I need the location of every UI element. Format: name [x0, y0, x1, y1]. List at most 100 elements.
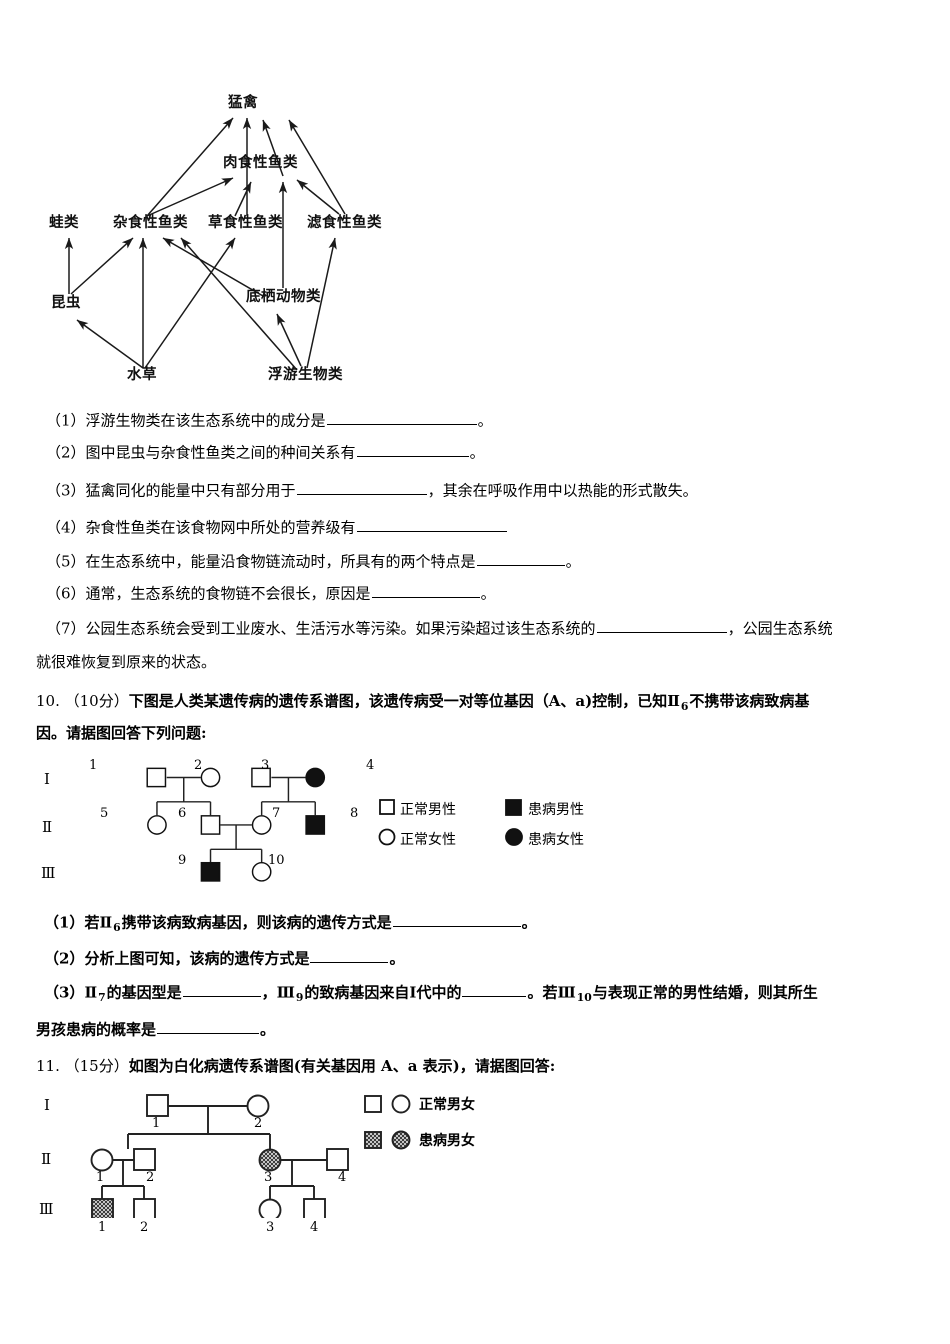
q9-item-1: （1）浮游生物类在该生态系统中的成分是。	[46, 410, 493, 429]
q9-item-5-period: 。	[565, 552, 581, 571]
q9-item-7: （7）公园生态系统会受到工业废水、生活污水等污染。如果污染超过该生态系统的 ，公园…	[46, 618, 833, 637]
q10-item-3-t8: 。若Ⅲ	[527, 983, 576, 1002]
q10-num-6: 6	[178, 806, 187, 821]
food-web-node-raptor: 猛禽	[228, 94, 258, 111]
q11-number: 11.	[36, 1057, 60, 1075]
q10-item-3-t4: ，Ⅲ	[261, 983, 295, 1002]
q9-item-7-tail: ，公园生态系统	[727, 619, 833, 638]
legend-q11-circle-hatched-icon	[391, 1130, 411, 1150]
q11-gen-label-1: Ⅰ	[44, 1096, 50, 1114]
q10-legend-label-normal-male: 正常男性	[400, 802, 456, 818]
q9-item-1-text: 浮游生物类在该生态系统中的成分是	[85, 411, 326, 430]
q10-stem-a: 下图是人类某遗传病的遗传系谱图，该遗传病受一对等位基因（A、a)控制，已知Ⅱ	[128, 692, 680, 710]
q10-item-3: Ⅱ（3）Ⅱ7的基因型是，Ⅲ9的致病基因来自Ⅰ代中的。若Ⅲ10与表现正常的男性结婚…	[44, 982, 818, 1005]
q10-ind-I-3	[251, 767, 271, 788]
q9-item-2: （2）图中昆虫与杂食性鱼类之间的种间关系有。	[46, 442, 485, 461]
q10-item-1-period: 。	[521, 913, 537, 932]
q11-stem-text: 如图为白化病遗传系谱图(有关基因用 A、a 表示)，请据图回答:	[128, 1057, 556, 1075]
q11-legend-label-normal: 正常男女	[419, 1097, 475, 1113]
q10-num-9: 9	[178, 853, 187, 868]
q10-pedigree-graphic	[146, 767, 326, 882]
q10-score: （10分）	[64, 692, 129, 710]
q11-ind-II-3	[258, 1148, 282, 1172]
q9-item-3: （3）猛禽同化的能量中只有部分用于，其余在呼吸作用中以热能的形式散失。	[46, 480, 698, 499]
q9-item-4-blank[interactable]	[356, 517, 507, 533]
legend-q11-square-open-icon	[364, 1095, 382, 1113]
q11-num-II-1: 1	[96, 1170, 105, 1185]
q11-ind-II-2	[133, 1148, 156, 1171]
q11-gen-label-3: Ⅲ	[39, 1200, 54, 1218]
q10-number: 10.	[36, 692, 60, 710]
q9-item-4-number: （4）	[46, 518, 86, 537]
q11-ind-II-1	[90, 1148, 114, 1172]
q11-num-III-2: 2	[140, 1220, 149, 1235]
q9-item-6-blank[interactable]	[371, 583, 480, 599]
q10-item-2-period: 。	[389, 949, 405, 968]
q11-num-I-1: 1	[152, 1116, 161, 1131]
q9-item-7-blank[interactable]	[596, 618, 727, 634]
q10-num-10: 10	[268, 853, 285, 868]
q10-item-3-t6: 的致病基因来自Ⅰ代中的	[304, 983, 462, 1002]
q11-ind-III-1	[91, 1198, 114, 1218]
q10-cont-period: 。	[260, 1020, 276, 1039]
q11-pedigree-chart: Ⅰ Ⅱ Ⅲ 1 2 1 2 3 4 1 2 3 4	[39, 1088, 382, 1235]
food-web-node-herbivorous: 草食性鱼类	[208, 214, 283, 231]
q10-ind-II-7	[251, 815, 272, 835]
q10-pedigree-chart: Ⅰ Ⅱ Ⅲ 1 2 3 4 5 6 7 8 9 10	[41, 758, 410, 898]
q10-ind-I-4	[305, 767, 326, 788]
q10-cont-blank[interactable]	[157, 1019, 260, 1035]
q10-item-3-number: （3）	[44, 983, 85, 1002]
q10-item-3-s9: 10	[576, 991, 592, 1005]
q10-item-2: （2）分析上图可知，该病的遗传方式是。	[44, 948, 404, 967]
q10-continuation: 男孩患病的概率是。	[36, 1019, 275, 1038]
q11-ind-III-3	[258, 1198, 282, 1218]
q9-item-7-number: （7）	[46, 619, 86, 638]
q10-item-1-number: （1）	[44, 913, 85, 932]
food-web-node-plankton: 浮游生物类	[268, 366, 343, 383]
q11-ind-III-2	[133, 1198, 156, 1218]
legend-circle-filled-icon	[505, 828, 523, 846]
q10-num-7: 7	[272, 806, 281, 821]
q11-legend: 正常男女 患病男女	[363, 1092, 543, 1162]
q9-item-1-number: （1）	[46, 411, 86, 430]
q11-ind-III-4	[303, 1198, 326, 1218]
q10-item-3-blank-2[interactable]	[462, 982, 527, 998]
food-web-node-carnivorous: 肉食性鱼类	[223, 154, 298, 171]
q9-item-5: （5）在生态系统中，能量沿食物链流动时，所具有的两个特点是。	[46, 551, 581, 570]
q9-item-4: （4）杂食性鱼类在该食物网中所处的营养级有	[46, 517, 508, 536]
q11-num-III-1: 1	[98, 1220, 107, 1235]
food-web-node-insect: 昆虫	[51, 294, 81, 311]
q9-item-6: （6）通常，生态系统的食物链不会很长，原因是。	[46, 583, 496, 602]
q9-item-7-text: 公园生态系统会受到工业废水、生活污水等污染。如果污染超过该生态系统的	[85, 619, 596, 638]
food-web-arrows	[64, 117, 346, 371]
q10-stem-line2: 因。请据图回答下列问题:	[36, 724, 207, 742]
q11-legend-label-affected: 患病男女	[419, 1133, 475, 1149]
q9-item-1-blank[interactable]	[326, 410, 477, 426]
q10-num-2: 2	[194, 758, 203, 773]
q10-item-2-blank[interactable]	[310, 948, 389, 964]
q9-item-3-blank[interactable]	[296, 480, 427, 496]
legend-square-open-icon	[379, 799, 395, 815]
q10-legend-label-affected-female: 患病女性	[528, 832, 584, 848]
q9-item-2-blank[interactable]	[356, 442, 469, 458]
q10-item-1: （1）若Ⅱ6携带该病致病基因，则该病的遗传方式是。	[44, 912, 537, 935]
legend-circle-open-icon	[378, 828, 396, 846]
q10-ind-III-9	[200, 861, 221, 882]
q10-stem-sub: 6	[680, 700, 689, 713]
q10-item-1-text-a: 若Ⅱ	[84, 913, 113, 932]
q9-item-5-text: 在生态系统中，能量沿食物链流动时，所具有的两个特点是	[85, 552, 476, 571]
legend-square-filled-icon	[505, 799, 522, 816]
q9-item-4-text: 杂食性鱼类在该食物网中所处的营养级有	[85, 518, 356, 537]
q9-item-6-text: 通常，生态系统的食物链不会很长，原因是	[85, 584, 371, 603]
q10-item-3-t2: 的基因型是	[106, 983, 182, 1002]
q10-legend: 正常男性 患病男性 正常女性 患病女性	[378, 796, 608, 866]
q10-num-3: 3	[261, 758, 270, 773]
q10-gen-label-2: Ⅱ	[42, 818, 53, 836]
q10-item-1-blank[interactable]	[392, 912, 521, 928]
q11-score: （15分）	[64, 1057, 129, 1075]
q11-num-II-3: 3	[264, 1170, 273, 1185]
q10-item-3-t10: 与表现正常的男性结婚，则其所生	[592, 983, 818, 1002]
q9-item-5-blank[interactable]	[476, 551, 565, 567]
q11-legend-symbols	[364, 1094, 411, 1150]
q10-item-3-blank-1[interactable]	[182, 982, 261, 998]
